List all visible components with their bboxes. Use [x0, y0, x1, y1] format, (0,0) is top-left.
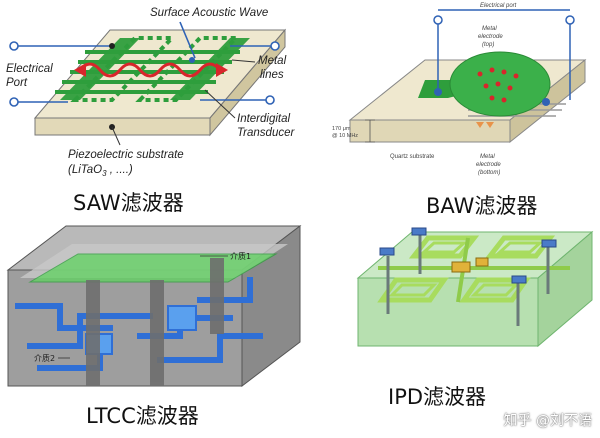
baw-label-thickness: 170 μm — [332, 126, 351, 132]
saw-label-material: (LiTaO3 , ....) — [68, 164, 133, 178]
saw-port-terminal — [270, 41, 280, 51]
baw-substrate-front — [349, 119, 511, 143]
baw-label-metal-top: Metal — [482, 26, 497, 32]
saw-acoustic-wave — [78, 62, 222, 78]
saw-label-port: Port — [6, 77, 28, 89]
saw-wave-arrow-right-icon — [216, 63, 228, 77]
saw-label-interdigital: Interdigital — [237, 113, 291, 125]
ltcc-diagram: 介质1 介质2 — [6, 224, 302, 388]
saw-label-transducer: Transducer — [237, 127, 295, 139]
baw-label-quartz: Quartz substrate — [390, 154, 435, 160]
saw-label-electrical: Electrical — [6, 63, 53, 75]
saw-diagram: Surface Acoustic Wave Metal lines Electr… — [6, 7, 295, 178]
baw-label-metal-top: electrode — [478, 34, 503, 40]
saw-wave-arrow-left-icon — [74, 63, 86, 77]
baw-label-metal-bottom: (bottom) — [478, 170, 500, 176]
baw-bond-dot — [542, 98, 550, 106]
ltcc-resonator-pad — [167, 305, 197, 331]
baw-port-terminal — [433, 15, 443, 25]
saw-leader-lines — [111, 59, 256, 146]
baw-caption: BAW滤波器 — [426, 194, 538, 218]
ltcc-box-side — [241, 224, 301, 388]
saw-label-metal: Metal — [258, 55, 287, 67]
ltcc-via-walls — [86, 258, 224, 386]
saw-substrate-front — [34, 117, 211, 136]
ipd-caption: IPD滤波器 — [388, 385, 487, 409]
saw-bond-dot — [189, 57, 195, 63]
ipd-box-side — [537, 230, 593, 348]
saw-metal-lines — [55, 50, 240, 94]
saw-port-terminal — [265, 95, 275, 105]
baw-label-metal-bottom: electrode — [476, 162, 501, 168]
baw-port-terminal — [565, 15, 575, 25]
ipd-bond-pads — [379, 227, 557, 284]
baw-bottom-arrows — [476, 122, 494, 128]
saw-label-lines: lines — [260, 69, 284, 81]
baw-label-metal-bottom: Metal — [480, 154, 495, 160]
baw-label-metal-top: (top) — [482, 42, 494, 48]
ltcc-caption: LTCC滤波器 — [86, 404, 199, 428]
saw-port-terminal — [9, 41, 19, 51]
baw-label-electrical-port: Electrical port — [480, 3, 517, 9]
saw-port-terminal — [9, 97, 19, 107]
baw-label-thickness: @ 10 MHz — [332, 133, 358, 139]
ipd-pillars — [386, 234, 550, 326]
saw-label-substrate: Piezoelectric substrate — [68, 149, 184, 161]
saw-label-wave: Surface Acoustic Wave — [150, 7, 268, 19]
baw-electrical-wires — [437, 9, 571, 100]
saw-caption: SAW滤波器 — [73, 191, 184, 215]
saw-right-idt-fingers — [135, 36, 241, 102]
saw-substrate-side — [209, 28, 286, 137]
baw-field-arrows — [477, 67, 519, 103]
ltcc-label-layer2: 介质2 — [34, 353, 55, 363]
watermark: 知乎 @刘不语 — [503, 413, 592, 429]
saw-bond-dot — [109, 43, 115, 49]
saw-electrical-wires — [14, 21, 275, 103]
ltcc-label-layer1: 介质1 — [230, 251, 251, 261]
baw-diagram: Electrical port Metal electrode (top) Me… — [332, 3, 587, 176]
ipd-diagram — [356, 227, 594, 348]
baw-bond-dot — [434, 88, 442, 96]
ipd-capacitor-pad — [475, 257, 489, 267]
saw-left-idt-fingers — [70, 36, 177, 102]
baw-thickness-bracket — [365, 119, 375, 143]
ipd-capacitor-pad — [451, 261, 471, 273]
